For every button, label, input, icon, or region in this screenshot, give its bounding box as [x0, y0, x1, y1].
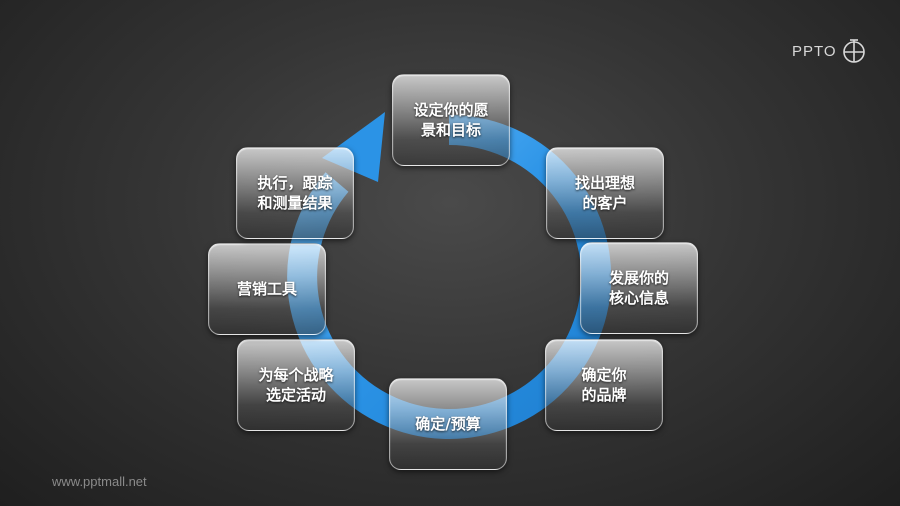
step-label: 发展你的 核心信息: [608, 269, 669, 307]
step-label: 执行，跟踪 和测量结果: [257, 174, 333, 212]
step-node-ideal-customer: 找出理想 的客户: [546, 147, 664, 239]
logo-text: PPTO: [792, 42, 837, 60]
logo: PPTO: [792, 38, 867, 64]
step-label: 确定/预算: [415, 415, 481, 433]
step-label: 营销工具: [236, 280, 297, 298]
step-node-core-message: 发展你的 核心信息: [580, 242, 698, 334]
step-node-vision-goals: 设定你的愿 景和目标: [392, 74, 510, 166]
step-node-brand: 确定你 的品牌: [545, 339, 663, 431]
step-label: 找出理想 的客户: [574, 174, 635, 212]
site-watermark: www.pptmall.net: [52, 474, 147, 489]
step-node-execute-track: 执行，跟踪 和测量结果: [236, 147, 354, 239]
step-label: 确定你 的品牌: [581, 366, 627, 404]
step-node-marketing-tools: 营销工具: [208, 243, 326, 335]
step-node-strategy-activities: 为每个战略 选定活动: [237, 339, 355, 431]
step-node-budget: 确定/预算: [389, 378, 507, 470]
step-label: 设定你的愿 景和目标: [413, 101, 489, 139]
step-label: 为每个战略 选定活动: [258, 366, 334, 404]
ppt-badge-icon: [842, 39, 865, 63]
